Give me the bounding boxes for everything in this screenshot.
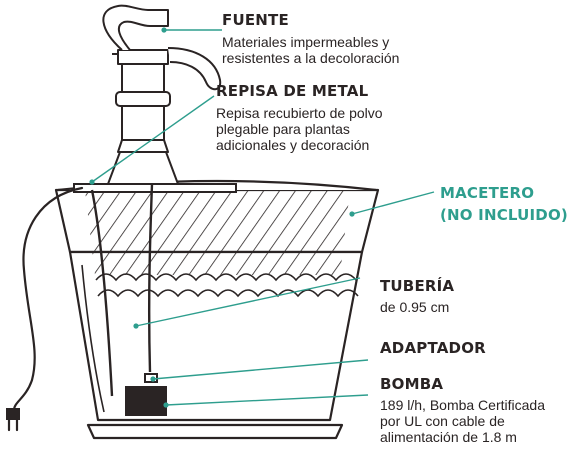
bomba-desc-2: por UL con cable de <box>380 413 505 429</box>
leader-lines <box>91 29 435 406</box>
tuberia-desc: de 0.95 cm <box>380 299 450 315</box>
plug-icon <box>6 186 84 432</box>
pot-inner-line <box>81 264 105 413</box>
leader-dots <box>89 27 355 408</box>
soil-hatching <box>85 190 350 275</box>
fuente-desc-2: resistentes a la decoloración <box>222 50 400 66</box>
fountain-pump-icon <box>102 4 222 185</box>
repisa-desc-1: Repisa recubierto de polvo <box>216 105 383 121</box>
metal-shelf <box>73 183 237 193</box>
repisa-desc-2: plegable para plantas <box>216 121 350 137</box>
tubing <box>90 183 154 397</box>
tuberia-title: TUBERÍA <box>380 277 455 295</box>
macetero-title-1: MACETERO <box>440 184 535 202</box>
fuente-desc-1: Materiales impermeables y <box>222 34 390 50</box>
water-waves <box>95 273 359 298</box>
repisa-desc-3: adicionales y decoración <box>216 137 370 153</box>
macetero-title-2: (NO INCLUIDO) <box>440 206 568 224</box>
bomba-desc-1: 189 l/h, Bomba Certificada <box>380 397 545 413</box>
adaptador-title: ADAPTADOR <box>380 339 486 357</box>
repisa-title: REPISA DE METAL <box>216 82 369 100</box>
bomba-title: BOMBA <box>380 375 444 393</box>
bomba-desc-3: alimentación de 1.8 m <box>380 429 517 445</box>
fuente-title: FUENTE <box>222 11 289 29</box>
pump-block <box>125 386 167 416</box>
